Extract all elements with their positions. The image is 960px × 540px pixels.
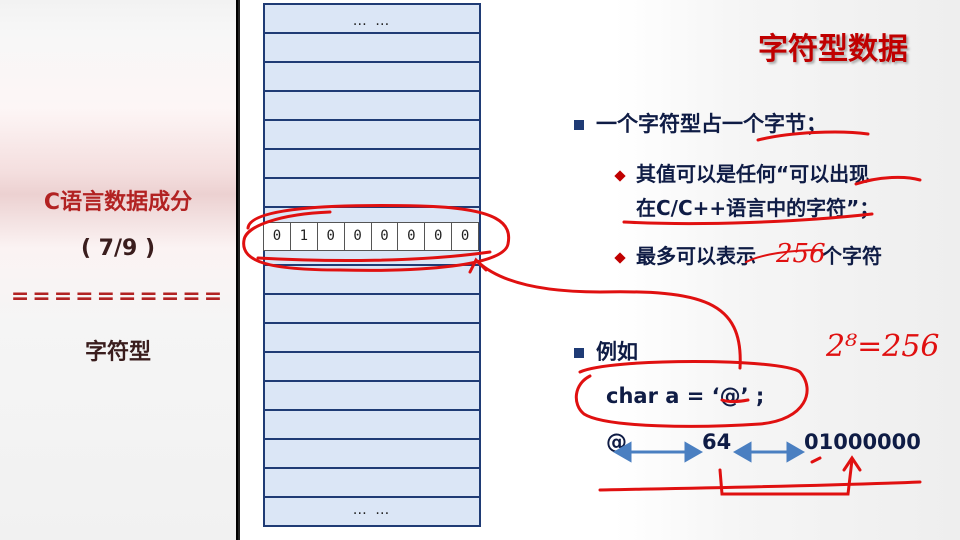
memory-cell-row <box>265 469 479 498</box>
memory-cell-row <box>265 237 479 266</box>
square-bullet-icon <box>574 120 584 130</box>
memory-highlight-ellipse <box>242 204 511 272</box>
memory-cell-row <box>265 266 479 295</box>
conversion-decimal: 64 <box>702 430 732 454</box>
code-example: char a = ‘@’ ; <box>606 384 765 408</box>
slide-title: 字符型数据 <box>758 32 908 67</box>
bit-cell: 0 <box>372 223 399 250</box>
memory-cell-row <box>265 440 479 469</box>
memory-cell-row <box>265 150 479 179</box>
bit-cell: 0 <box>398 223 426 250</box>
memory-cell-row <box>265 295 479 324</box>
bullet-one-text: 一个字符型占一个字节； <box>596 112 827 136</box>
memory-cell-row <box>265 353 479 382</box>
sub-bullet-two-suffix: 个字符 <box>822 244 882 268</box>
memory-cell-row <box>265 63 479 92</box>
code-highlight-ellipse <box>574 360 809 428</box>
double-arrow-icon <box>732 441 806 463</box>
square-bullet-icon <box>574 348 584 358</box>
memory-bottom-ellipsis: … … <box>352 502 392 518</box>
bit-cell: 0 <box>460 228 470 244</box>
memory-cell-row <box>265 92 479 121</box>
handwritten-256: 256 <box>775 239 826 269</box>
memory-cell-row <box>265 34 479 63</box>
sidebar-separator: ========== <box>10 284 226 309</box>
sidebar-title: C语言数据成分 <box>43 190 193 215</box>
conversion-binary: 01000000 <box>804 430 921 454</box>
double-arrow-icon <box>612 441 704 463</box>
bullet-one: 一个字符型占一个字节； <box>574 108 827 138</box>
memory-cell-row <box>265 324 479 353</box>
handwritten-formula: 2⁸=256 <box>825 329 940 364</box>
memory-top-ellipsis: … … <box>352 13 392 29</box>
bit-cell: 0 <box>318 223 345 250</box>
memory-cell-row <box>265 121 479 150</box>
sub-bullet-two-prefix: 最多可以表示 <box>636 244 756 268</box>
example-label: 例如 <box>596 340 638 364</box>
panel-divider <box>238 0 240 540</box>
memory-cell-row <box>265 411 479 440</box>
sidebar-panel: C语言数据成分 ( 7/9 ) ========== 字符型 <box>0 0 236 540</box>
sidebar-topic: 字符型 <box>84 340 151 365</box>
sub-bullet-one-text: 其值可以是任何“可以出现 <box>636 162 870 186</box>
memory-cell-row <box>265 5 479 34</box>
memory-cell-row <box>265 498 479 527</box>
example-heading: 例如 <box>574 336 638 366</box>
bit-cell: 1 <box>291 223 318 250</box>
memory-byte-highlighted: 0 1 0 0 0 0 0 0 <box>263 222 479 251</box>
sub-bullet-one-line1: 其值可以是任何“可以出现 <box>614 158 870 187</box>
sub-bullet-two: 最多可以表示 个字符 <box>614 240 882 269</box>
bit-cell: 0 <box>425 223 453 250</box>
sidebar-progress: ( 7/9 ) <box>80 236 156 261</box>
memory-cell-row <box>265 382 479 411</box>
bit-cell: 0 <box>264 223 291 250</box>
bit-cell: 0 <box>345 223 372 250</box>
